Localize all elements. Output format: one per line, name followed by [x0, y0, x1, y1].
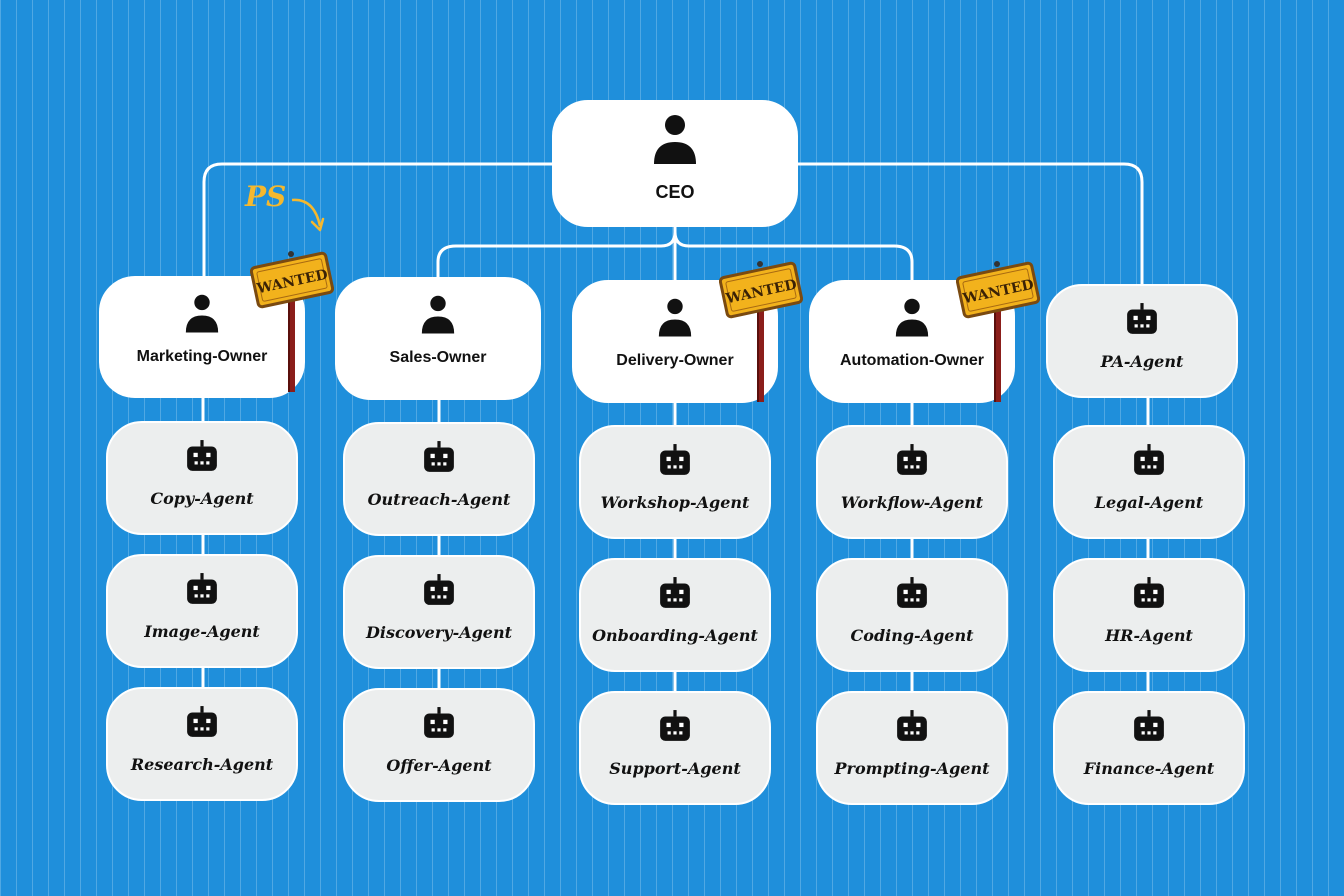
owner-label: Marketing-Owner	[136, 348, 268, 365]
robot-icon	[1134, 577, 1164, 608]
agent-label: Workflow-Agent	[840, 493, 984, 512]
robot-icon	[897, 577, 927, 608]
robot-icon	[424, 441, 454, 472]
owner-label: Sales-Owner	[389, 349, 487, 366]
agent-label: Legal-Agent	[1094, 493, 1204, 512]
person-icon	[185, 294, 219, 333]
person-icon	[654, 115, 696, 164]
agent-label: HR-Agent	[1105, 626, 1193, 645]
person-icon	[421, 295, 455, 334]
robot-icon	[424, 574, 454, 605]
agent-label: Discovery-Agent	[365, 623, 513, 642]
agent-label: Copy-Agent	[150, 489, 254, 508]
agent-node-finance[interactable]: Finance-Agent	[1053, 691, 1245, 805]
agent-node-hr[interactable]: HR-Agent	[1053, 558, 1245, 672]
agent-node-legal[interactable]: Legal-Agent	[1053, 425, 1245, 539]
agent-label: Finance-Agent	[1083, 759, 1215, 778]
wanted-sign-marketing: WANTED	[250, 251, 334, 392]
person-icon	[658, 298, 692, 337]
agent-label: Coding-Agent	[850, 626, 974, 645]
robot-icon	[187, 706, 217, 737]
robot-icon	[187, 573, 217, 604]
agent-label: Onboarding-Agent	[592, 626, 758, 645]
agent-node-coding[interactable]: Coding-Agent	[816, 558, 1008, 672]
ps-annotation: PS	[245, 180, 287, 213]
person-icon	[895, 298, 929, 337]
agent-label: Offer-Agent	[386, 756, 492, 775]
robot-icon	[660, 710, 690, 741]
agent-label: Research-Agent	[130, 755, 274, 774]
agent-node-onboarding[interactable]: Onboarding-Agent	[579, 558, 771, 672]
agent-label: Outreach-Agent	[367, 490, 511, 509]
wanted-sign-delivery: WANTED	[719, 261, 803, 402]
robot-icon	[1134, 710, 1164, 741]
connector-ceo-automation	[673, 231, 914, 284]
agent-node-offer[interactable]: Offer-Agent	[343, 688, 535, 802]
robot-icon	[660, 577, 690, 608]
owner-label: Delivery-Owner	[616, 352, 734, 369]
robot-icon	[187, 440, 217, 471]
agent-node-workflow[interactable]: Workflow-Agent	[816, 425, 1008, 539]
agent-label: Image-Agent	[144, 622, 260, 641]
owner-node-pa-agent[interactable]: PA-Agent	[1046, 284, 1238, 398]
connector-ceo-marketing	[202, 162, 553, 280]
agent-label: Support-Agent	[609, 759, 741, 778]
robot-icon	[424, 707, 454, 738]
owner-node-sales[interactable]: Sales-Owner	[335, 277, 541, 400]
agent-node-image[interactable]: Image-Agent	[106, 554, 298, 668]
agent-node-prompting[interactable]: Prompting-Agent	[816, 691, 1008, 805]
agent-node-research[interactable]: Research-Agent	[106, 687, 298, 801]
agent-label: Workshop-Agent	[600, 493, 750, 512]
curved-arrow-icon	[291, 198, 325, 232]
owner-label: Automation-Owner	[840, 352, 984, 369]
agent-node-copy[interactable]: Copy-Agent	[106, 421, 298, 535]
ceo-node[interactable]: CEO	[552, 100, 798, 227]
agent-node-outreach[interactable]: Outreach-Agent	[343, 422, 535, 536]
robot-icon	[660, 444, 690, 475]
connector-ceo-sales	[436, 231, 677, 280]
robot-icon	[1134, 444, 1164, 475]
agent-node-support[interactable]: Support-Agent	[579, 691, 771, 805]
agent-node-workshop[interactable]: Workshop-Agent	[579, 425, 771, 539]
agent-node-discovery[interactable]: Discovery-Agent	[343, 555, 535, 669]
connector-ceo-pa	[797, 162, 1144, 288]
owner-label: PA-Agent	[1100, 352, 1184, 371]
ceo-label: CEO	[655, 182, 695, 202]
robot-icon	[1127, 303, 1157, 334]
agent-label: Prompting-Agent	[834, 759, 990, 778]
robot-icon	[897, 710, 927, 741]
robot-icon	[897, 444, 927, 475]
wanted-sign-automation: WANTED	[956, 261, 1040, 402]
